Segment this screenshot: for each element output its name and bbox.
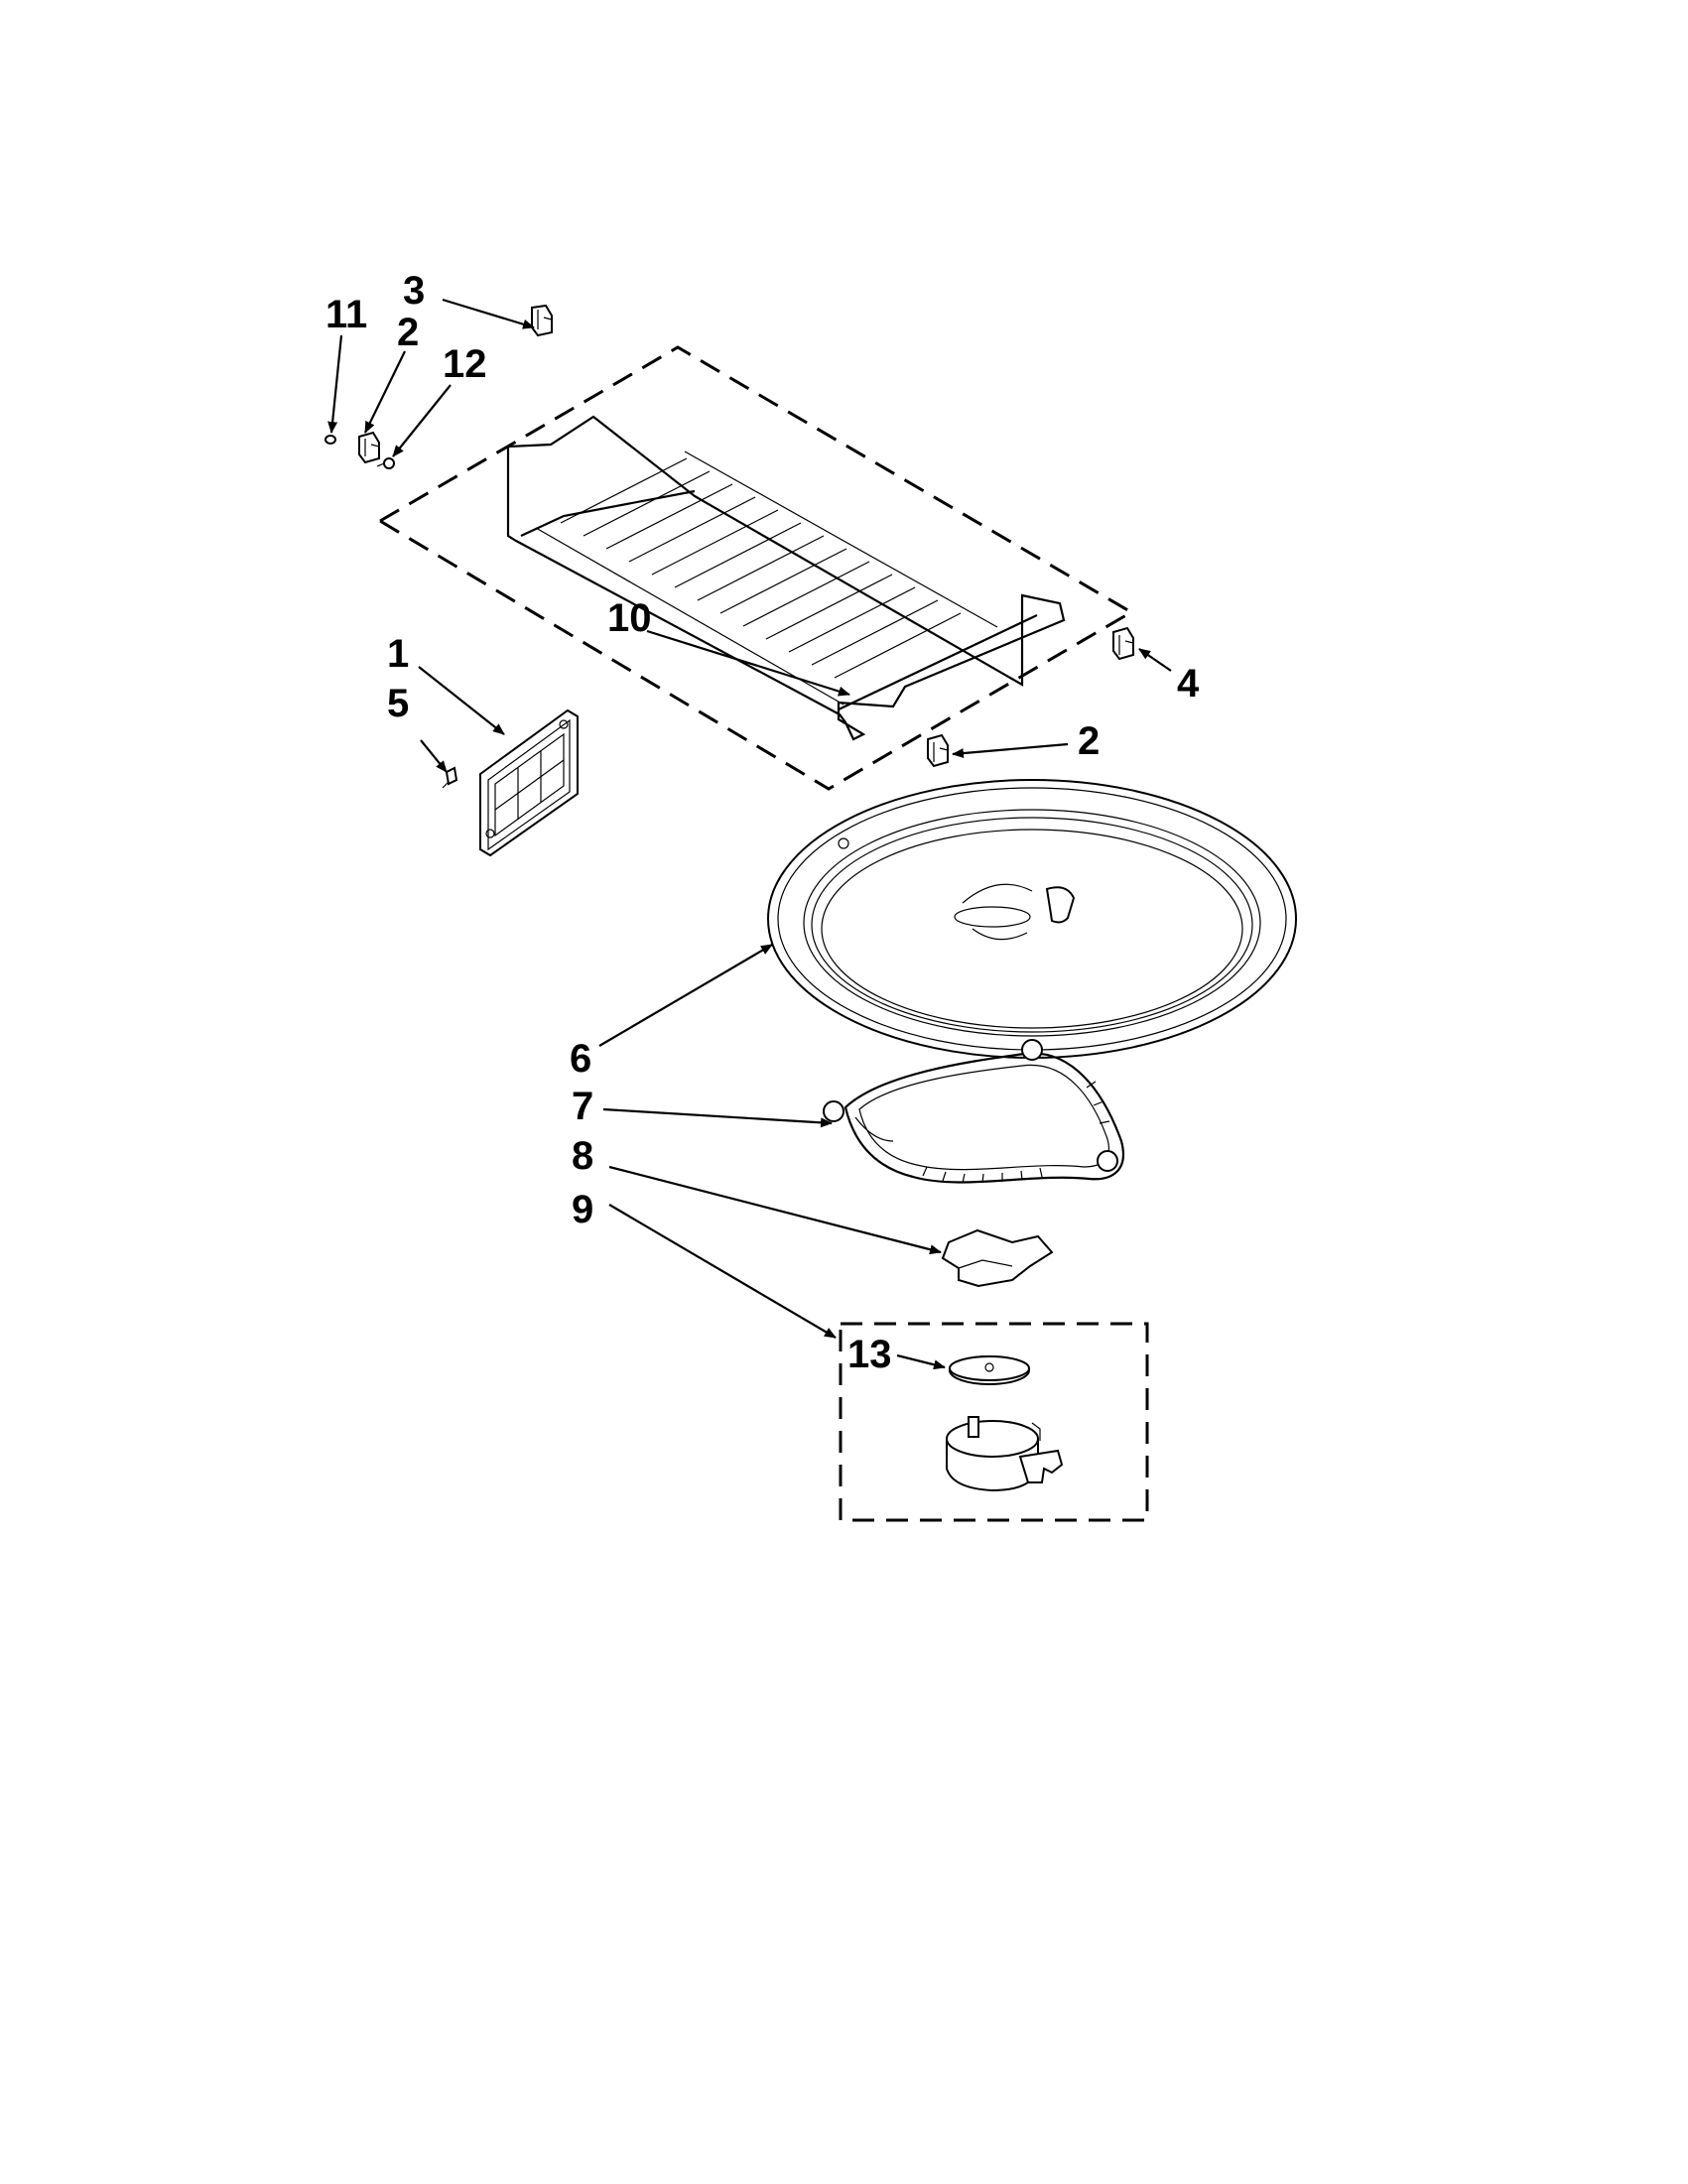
callout-5: 5 <box>387 682 409 725</box>
turntable-tray <box>767 779 1297 1059</box>
callout-1: 1 <box>387 632 409 676</box>
callout-7: 7 <box>572 1085 593 1128</box>
motor-group-box <box>839 1322 1149 1522</box>
screw-12 <box>376 457 395 469</box>
turntable-coupler <box>941 1228 1054 1288</box>
washer-11 <box>325 435 336 445</box>
callout-labels: 3 11 2 12 10 1 5 4 2 6 7 8 9 13 <box>325 269 1200 1376</box>
rack-clip-2-right <box>927 733 949 768</box>
callout-2-right: 2 <box>1078 719 1100 763</box>
rack-clip-2-left <box>358 431 380 464</box>
callout-2-upper: 2 <box>397 311 419 354</box>
callout-8: 8 <box>572 1134 593 1178</box>
rack-clip-4 <box>1112 626 1134 661</box>
rack-clip-3 <box>531 304 553 337</box>
callout-9: 9 <box>572 1188 593 1231</box>
callout-6: 6 <box>570 1037 591 1081</box>
screw-5 <box>442 766 458 789</box>
callout-3: 3 <box>403 269 425 313</box>
callout-4: 4 <box>1177 662 1200 706</box>
rack-group-box <box>377 345 1134 791</box>
callout-11: 11 <box>325 293 367 336</box>
roller-support <box>823 1039 1124 1184</box>
wire-rack <box>506 415 1066 741</box>
leader-lines <box>327 298 1172 1370</box>
callout-13: 13 <box>847 1333 892 1376</box>
spacer-disc <box>949 1355 1030 1385</box>
waveguide-cover <box>479 708 579 857</box>
callout-12: 12 <box>443 342 487 386</box>
callout-10: 10 <box>607 596 652 640</box>
turntable-motor <box>946 1416 1064 1492</box>
